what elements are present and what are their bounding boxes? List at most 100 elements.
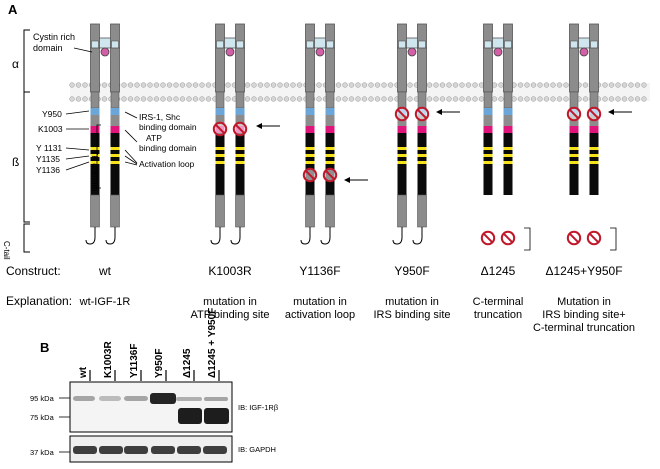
lipid-head xyxy=(270,82,277,88)
blot-bands xyxy=(73,393,229,454)
lipid-head xyxy=(140,96,147,102)
lipid-head xyxy=(277,82,283,88)
construct-name: K1003R xyxy=(208,264,252,278)
lipid-head xyxy=(121,82,127,88)
construct-name: Δ1245+Y950F xyxy=(545,264,622,278)
igf1r-band xyxy=(99,396,121,401)
lipid-head xyxy=(628,82,634,88)
construct-name: wt xyxy=(98,264,112,278)
lipid-head xyxy=(537,96,543,102)
lipid-head xyxy=(316,96,322,102)
c-terminal-truncation xyxy=(500,230,516,246)
tyrosine-site xyxy=(589,147,599,150)
tyrosine-site xyxy=(569,161,579,164)
cystine-rich-domain xyxy=(225,47,235,57)
lane-label: wt xyxy=(78,366,89,379)
lipid-head xyxy=(446,96,452,102)
lipid-head xyxy=(147,96,153,102)
arrow-head xyxy=(608,109,614,115)
gapdh-band xyxy=(177,446,201,454)
wt-annotations: Cystin rich domain Y950 K1003 Y 1131 Y11… xyxy=(33,32,197,191)
igf1r-band xyxy=(124,396,148,401)
c-terminal-truncation xyxy=(586,230,602,246)
transmembrane-left xyxy=(215,91,225,109)
lipid-head xyxy=(543,96,550,102)
lipid-head xyxy=(582,96,589,102)
lipid-head xyxy=(368,82,374,88)
mutation-slash xyxy=(324,169,336,181)
k1003-site xyxy=(305,126,315,133)
tyrosine-site xyxy=(417,147,427,150)
lipid-head xyxy=(602,82,608,88)
beta-extracellular-left xyxy=(215,47,225,93)
arrow-head xyxy=(344,177,350,183)
lipid-head xyxy=(465,82,472,88)
lipid-head xyxy=(361,82,368,88)
lipid-head xyxy=(433,82,439,88)
lipid-head xyxy=(608,96,615,102)
tyrosine-site xyxy=(589,161,599,164)
lipid-head xyxy=(316,82,322,88)
lane-label: Δ1245 xyxy=(182,348,193,378)
lipid-head xyxy=(205,96,212,102)
pointer-arrow xyxy=(344,177,368,183)
lipid-head xyxy=(160,96,166,102)
lipid-head xyxy=(439,82,446,88)
tyrosine-site xyxy=(397,161,407,164)
lipid-head xyxy=(225,82,231,88)
c-tail-left xyxy=(305,194,315,228)
tyrosine-site xyxy=(397,154,407,157)
lipid-head xyxy=(498,96,504,102)
lipid-head xyxy=(374,82,381,88)
c-tail-right xyxy=(325,194,335,228)
lipid-head xyxy=(641,96,647,102)
lipid-head xyxy=(173,96,179,102)
cystine-rich-domain xyxy=(407,47,417,57)
receptor-1 xyxy=(210,23,280,245)
lipid-head xyxy=(543,82,550,88)
tyrosine-site xyxy=(483,154,493,157)
lipid-head xyxy=(582,82,589,88)
c-tail-left xyxy=(90,194,100,228)
tyrosine-site xyxy=(325,161,335,164)
lipid-head xyxy=(602,96,608,102)
lipid-head xyxy=(244,82,251,88)
atp-label-line1: ATP xyxy=(146,133,162,143)
lipid-head xyxy=(147,82,153,88)
lipid-head xyxy=(550,82,556,88)
k1003-site xyxy=(417,126,427,133)
receptor-3 xyxy=(392,23,460,245)
lipid-head xyxy=(348,96,355,102)
transmembrane-left xyxy=(305,91,315,109)
y950-site xyxy=(235,108,245,115)
juxtamembrane xyxy=(215,115,225,126)
lipid-head xyxy=(192,96,199,102)
tyrosine-site xyxy=(503,161,513,164)
k1003-site xyxy=(483,126,493,133)
lipid-head xyxy=(205,82,212,88)
lipid-head xyxy=(179,82,186,88)
lipid-head xyxy=(134,96,140,102)
arrow-head xyxy=(256,123,262,129)
tyrosine-site xyxy=(235,147,245,150)
tyrosine-site xyxy=(305,161,315,164)
beta-extracellular-right xyxy=(503,47,513,93)
mutation-k1003r xyxy=(232,121,248,137)
gapdh-band xyxy=(73,446,97,454)
receptor-4 xyxy=(480,23,531,251)
lipid-head xyxy=(199,96,205,102)
tyrosine-site xyxy=(503,154,513,157)
cystine-rich-domain xyxy=(579,47,589,57)
construct-explanation: IRS binding site xyxy=(373,309,450,321)
c-tail-hook xyxy=(210,227,221,245)
beta-extracellular-left xyxy=(397,47,407,93)
igf1r-band xyxy=(73,396,95,401)
construct-explanation: truncation xyxy=(474,309,522,321)
beta-label: ß xyxy=(12,155,19,169)
lipid-head xyxy=(153,96,160,102)
mutation-y1136f xyxy=(302,167,318,183)
lipid-head xyxy=(283,96,290,102)
lipid-head xyxy=(465,96,472,102)
construct-explanation: mutation in xyxy=(293,296,347,308)
